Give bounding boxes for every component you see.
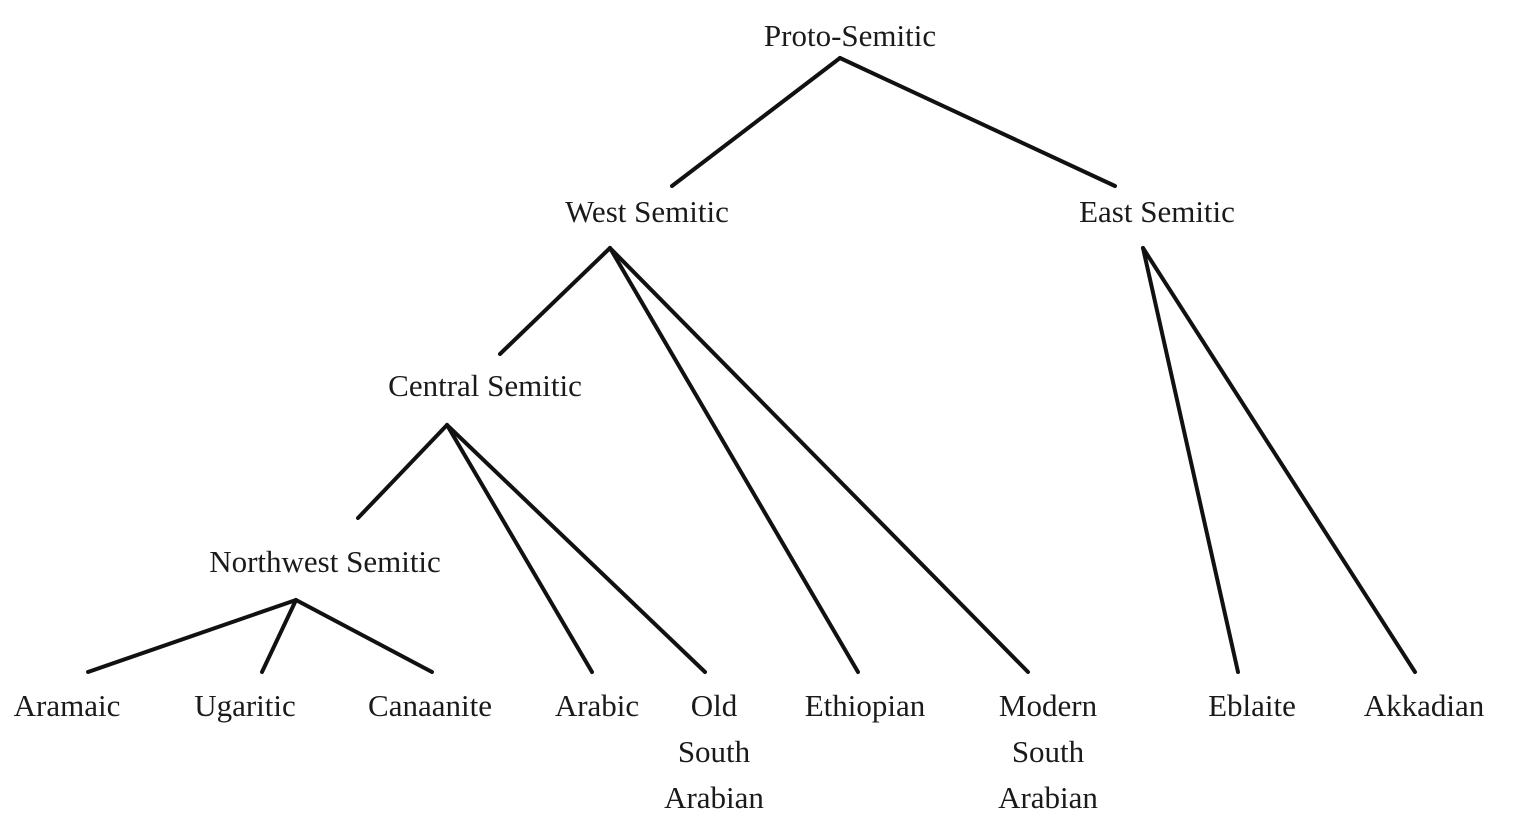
node-canaanite: Canaanite	[368, 688, 492, 723]
node-proto-semitic: Proto-Semitic	[763, 18, 937, 53]
node-ugaritic: Ugaritic	[194, 688, 296, 723]
edge-west-msa	[608, 246, 1030, 674]
label-line: South	[677, 734, 751, 769]
edge-east-akkadian	[1141, 246, 1417, 674]
label-line: Arabian	[998, 780, 1098, 815]
node-old-south-arabian: Old South Arabian	[664, 683, 764, 821]
edge-northwest-ugaritic	[260, 598, 298, 674]
edge-northwest-aramaic	[86, 598, 298, 674]
label-line: Arabian	[664, 780, 764, 815]
node-aramaic: Aramaic	[13, 688, 121, 723]
edge-central-osa	[445, 423, 707, 674]
label-line: Old	[690, 688, 738, 723]
edge-proto-east	[838, 56, 1117, 188]
edge-central-northwest	[356, 423, 449, 520]
node-eblaite: Eblaite	[1208, 688, 1296, 723]
node-central-semitic: Central Semitic	[388, 368, 582, 403]
node-northwest-semitic: Northwest Semitic	[209, 544, 441, 579]
edge-west-central	[498, 246, 612, 356]
node-west-semitic: West Semitic	[565, 194, 729, 229]
edge-northwest-canaanite	[294, 598, 434, 674]
node-east-semitic: East Semitic	[1079, 194, 1235, 229]
edge-central-arabic	[445, 423, 594, 674]
edge-west-ethiopian	[608, 246, 860, 674]
node-akkadian: Akkadian	[1363, 688, 1485, 723]
node-ethiopian: Ethiopian	[804, 688, 926, 723]
edge-east-eblaite	[1141, 246, 1240, 674]
label-line: South	[1011, 734, 1085, 769]
node-arabic: Arabic	[554, 688, 640, 723]
node-modern-south-arabian: Modern South Arabian	[998, 683, 1098, 821]
label-line: Modern	[998, 688, 1098, 723]
edge-proto-west	[670, 56, 842, 188]
